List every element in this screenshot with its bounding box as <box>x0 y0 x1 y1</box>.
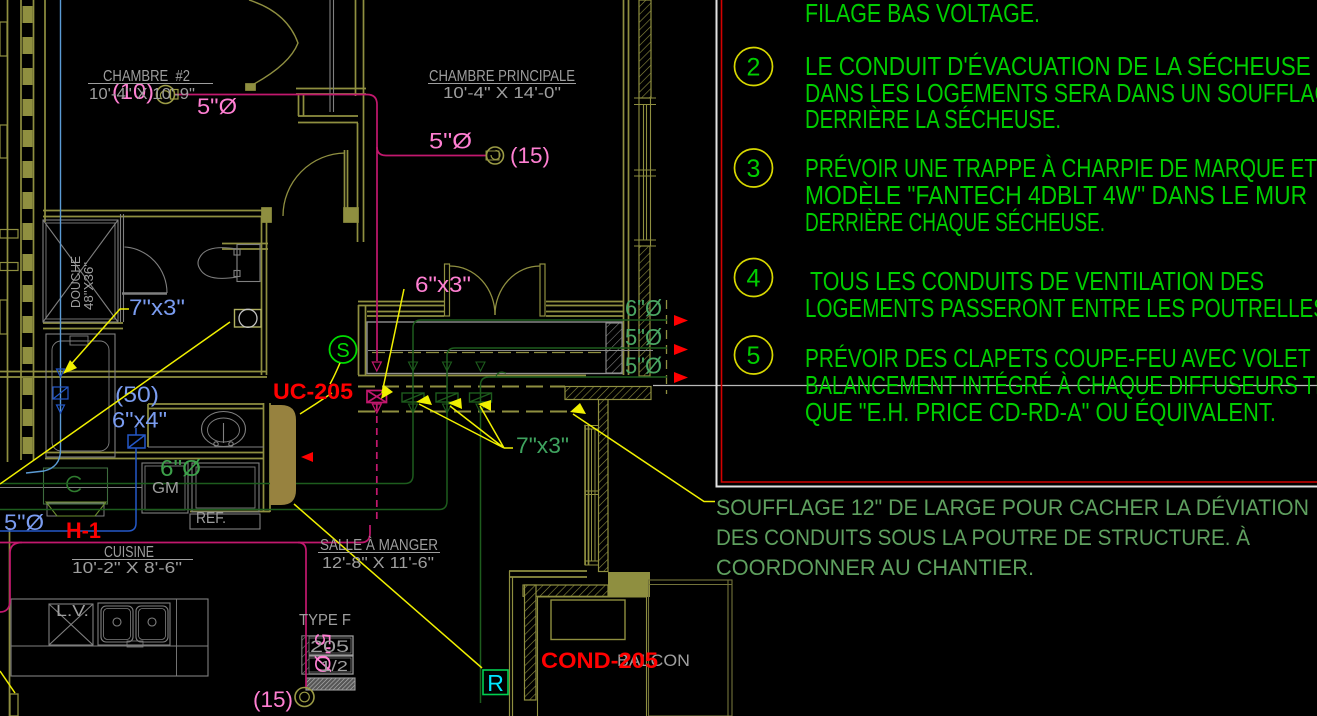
svg-text:DERRIÈRE CHAQUE SÉCHEUSE.: DERRIÈRE CHAQUE SÉCHEUSE. <box>805 207 1105 237</box>
svg-text:SOUFFLAGE 12" DE LARGE POUR CA: SOUFFLAGE 12" DE LARGE POUR CACHER LA DÉ… <box>716 495 1309 520</box>
svg-text:DANS LES LOGEMENTS SERA DANS U: DANS LES LOGEMENTS SERA DANS UN SOUFFLAG… <box>805 78 1317 108</box>
svg-text:12'-8" X 11'-6": 12'-8" X 11'-6" <box>322 555 434 572</box>
svg-text:CHAMBRE PRINCIPALE: CHAMBRE PRINCIPALE <box>429 68 575 85</box>
svg-text:205: 205 <box>310 637 349 656</box>
svg-text:COORDONNER AU CHANTIER.: COORDONNER AU CHANTIER. <box>716 555 1034 580</box>
svg-text:10'-2" X 8'-6": 10'-2" X 8'-6" <box>72 560 182 577</box>
svg-text:1/2: 1/2 <box>320 658 348 675</box>
svg-text:H-1: H-1 <box>66 518 101 543</box>
svg-text:(15): (15) <box>510 143 550 168</box>
svg-text:3: 3 <box>747 155 761 183</box>
svg-text:R: R <box>487 670 504 696</box>
svg-text:7"x3": 7"x3" <box>129 295 185 320</box>
svg-text:CHAMBRE #2: CHAMBRE #2 <box>103 68 190 85</box>
svg-text:(15): (15) <box>253 687 293 712</box>
svg-text:L.V.: L.V. <box>56 603 89 620</box>
svg-text:6"x4": 6"x4" <box>112 408 167 433</box>
svg-text:S: S <box>336 340 349 362</box>
svg-text:CUISINE: CUISINE <box>104 544 154 561</box>
svg-text:5"Ø: 5"Ø <box>4 510 44 535</box>
svg-text:PRÉVOIR UNE TRAPPE À CHARPIE D: PRÉVOIR UNE TRAPPE À CHARPIE DE MARQUE E… <box>805 153 1317 183</box>
svg-text:UC-205: UC-205 <box>273 379 353 404</box>
svg-text:SALLE À MANGER: SALLE À MANGER <box>320 535 438 554</box>
svg-text:6"Ø: 6"Ø <box>160 455 201 481</box>
svg-text:6"Ø: 6"Ø <box>625 295 662 321</box>
svg-text:FILAGE BAS VOLTAGE.: FILAGE BAS VOLTAGE. <box>805 0 1040 28</box>
svg-text:5"Ø: 5"Ø <box>429 129 472 154</box>
svg-text:TOUS LES CONDUITS DE VENTILATI: TOUS LES CONDUITS DE VENTILATION DES <box>810 266 1264 296</box>
svg-text:10'-4" X 14'-0": 10'-4" X 14'-0" <box>443 85 561 102</box>
svg-text:DES CONDUITS SOUS LA POUTRE DE: DES CONDUITS SOUS LA POUTRE DE STRUCTURE… <box>716 525 1250 550</box>
svg-text:COND-205: COND-205 <box>541 648 658 673</box>
svg-text:5"Ø: 5"Ø <box>625 324 662 350</box>
svg-text:DERRIÈRE LA SÉCHEUSE.: DERRIÈRE LA SÉCHEUSE. <box>805 104 1061 134</box>
svg-text:MODÈLE "FANTECH 4DBLT 4W" DANS: MODÈLE "FANTECH 4DBLT 4W" DANS LE MUR <box>805 180 1307 210</box>
svg-text:BALANCEMENT INTÉGRÉ À CHAQUE D: BALANCEMENT INTÉGRÉ À CHAQUE DIFFUSEURS … <box>805 370 1317 400</box>
svg-text:GM: GM <box>152 480 179 497</box>
svg-text:48"X36": 48"X36" <box>81 262 96 310</box>
svg-text:QUE "E.H. PRICE CD-RD-A" OU ÉQ: QUE "E.H. PRICE CD-RD-A" OU ÉQUIVALENT. <box>805 397 1276 427</box>
svg-text:5: 5 <box>747 342 761 370</box>
svg-text:4: 4 <box>747 265 761 293</box>
svg-text:(50): (50) <box>115 382 159 407</box>
svg-text:7"x3": 7"x3" <box>516 433 569 458</box>
svg-text:PRÉVOIR DES CLAPETS COUPE-FEU: PRÉVOIR DES CLAPETS COUPE-FEU AVEC VOLET… <box>805 343 1317 373</box>
svg-text:6"x3": 6"x3" <box>415 272 471 297</box>
svg-text:BALCON: BALCON <box>617 651 690 670</box>
svg-text:REF.: REF. <box>196 510 226 527</box>
svg-text:5"Ø: 5"Ø <box>625 353 662 379</box>
svg-text:LOGEMENTS PASSERONT ENTRE LES: LOGEMENTS PASSERONT ENTRE LES POUTRELLES <box>805 293 1317 323</box>
svg-text:5"Ø: 5"Ø <box>310 633 335 673</box>
svg-text:2: 2 <box>747 54 761 82</box>
svg-text:TYPE F: TYPE F <box>299 612 351 629</box>
svg-text:LE CONDUIT D'ÉVACUATION DE LA: LE CONDUIT D'ÉVACUATION DE LA SÉCHEUSE (… <box>805 51 1317 81</box>
svg-text:DOUCHE: DOUCHE <box>68 256 83 308</box>
svg-text:10'-4" X 10'-9": 10'-4" X 10'-9" <box>89 86 195 103</box>
svg-text:5"Ø: 5"Ø <box>197 94 237 119</box>
